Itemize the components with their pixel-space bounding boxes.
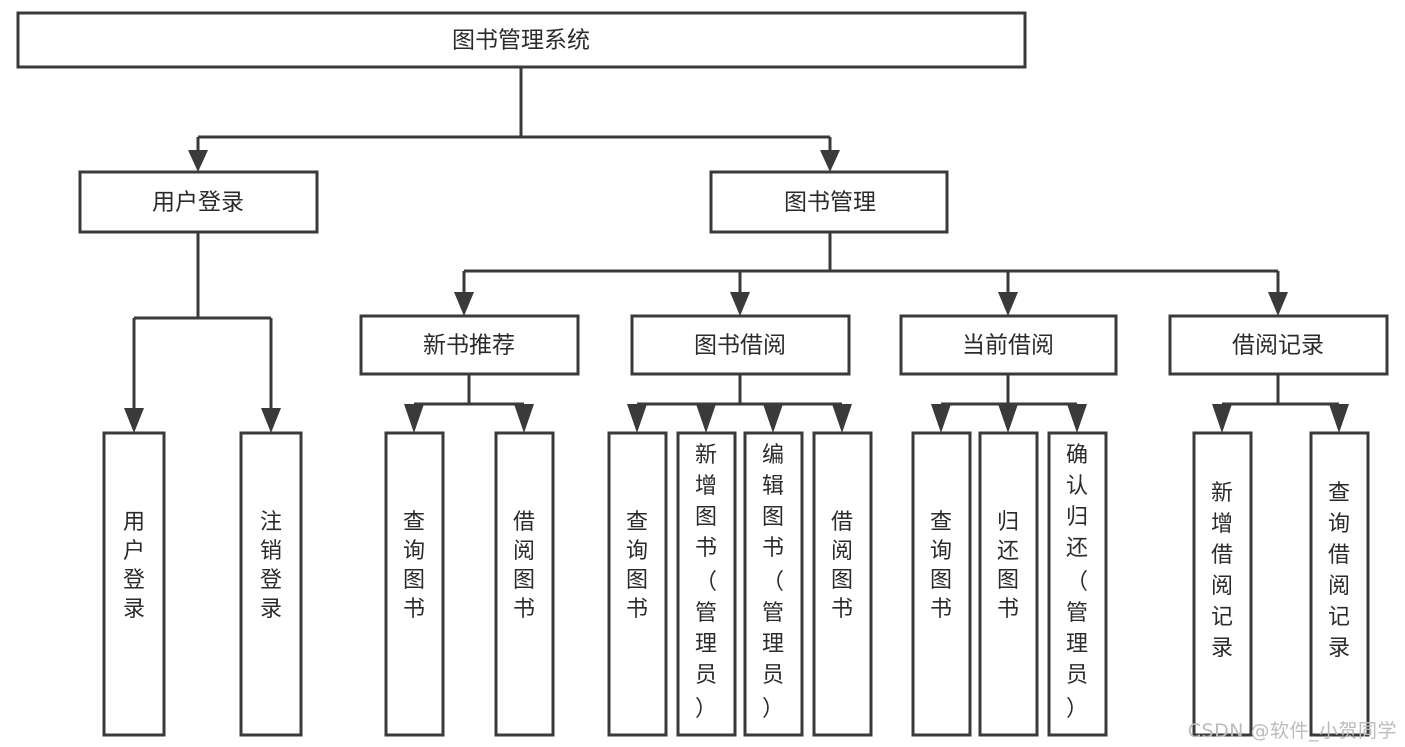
leaf-cb-query-book-box[interactable]: [911, 431, 972, 737]
leaf-br-query-record[interactable]: 查询借阅记录: [1309, 431, 1370, 737]
node-root-label: 图书管理系统: [452, 28, 590, 54]
node-root-box[interactable]: [16, 11, 1027, 69]
node-current-borrow-box[interactable]: [899, 314, 1118, 376]
node-book-manage-box[interactable]: [709, 170, 949, 234]
leaf-logout-label: 注销登录: [260, 510, 282, 622]
arrowhead-cb-leaf-2: [998, 404, 1018, 433]
connector-layer: [124, 67, 1349, 433]
leaf-cb-return-book[interactable]: 归还图书: [978, 431, 1039, 737]
leaf-nbr-borrow-book-box[interactable]: [494, 431, 555, 737]
leaf-nbr-query-book[interactable]: 查询图书: [384, 431, 445, 737]
leaf-bb-edit-book-admin-label: 编辑图书（管理员）: [762, 443, 784, 722]
node-book-manage[interactable]: 图书管理: [709, 170, 949, 234]
arrowhead-bb-leaf-2: [696, 404, 716, 433]
leaf-bb-add-book-admin-label: 新增图书（管理员）: [695, 443, 717, 722]
leaf-cb-confirm-return-admin-label: 确认归还（管理员）: [1066, 443, 1088, 722]
leaf-br-add-record-label: 新增借阅记录: [1211, 481, 1233, 661]
arrowhead-br-leaf-2: [1329, 404, 1349, 433]
leaf-bb-edit-book-admin[interactable]: 编辑图书（管理员）: [743, 431, 804, 737]
arrowhead-book-manage: [820, 150, 840, 172]
arrowhead-leaf-user-login: [124, 408, 144, 433]
leaf-bb-borrow-book[interactable]: 借阅图书: [812, 431, 873, 737]
arrowhead-user-login: [188, 150, 208, 172]
leaf-user-login-box[interactable]: [102, 431, 166, 737]
leaf-bb-query-book-label: 查询图书: [626, 510, 648, 622]
node-user-login[interactable]: 用户登录: [78, 170, 319, 234]
node-user-login-box[interactable]: [78, 170, 319, 234]
arrowhead-leaf-logout: [261, 408, 281, 433]
arrowhead-br-leaf-1: [1212, 404, 1232, 433]
arrowhead-nbr-leaf-2: [514, 404, 534, 433]
leaf-cb-confirm-return-admin-box[interactable]: [1047, 431, 1108, 737]
leaf-bb-borrow-book-label: 借阅图书: [831, 510, 853, 622]
leaf-br-add-record[interactable]: 新增借阅记录: [1192, 431, 1253, 737]
node-current-borrow-label: 当前借阅: [962, 333, 1054, 359]
node-borrow-record-box[interactable]: [1168, 314, 1389, 376]
leaf-bb-add-book-admin[interactable]: 新增图书（管理员）: [676, 431, 737, 737]
leaf-user-login[interactable]: 用户登录: [102, 431, 166, 737]
arrowhead-bb-leaf-1: [627, 404, 647, 433]
node-borrow-record-label: 借阅记录: [1232, 333, 1324, 359]
leaf-br-query-record-box[interactable]: [1309, 431, 1370, 737]
leaf-bb-query-book-box[interactable]: [607, 431, 668, 737]
leaf-br-add-record-box[interactable]: [1192, 431, 1253, 737]
node-current-borrow[interactable]: 当前借阅: [899, 314, 1118, 376]
node-user-login-label: 用户登录: [152, 190, 244, 216]
node-new-book-rec-label: 新书推荐: [423, 333, 515, 359]
leaf-user-login-label: 用户登录: [123, 510, 145, 622]
leaf-cb-query-book-label: 查询图书: [930, 510, 952, 622]
node-borrow-record[interactable]: 借阅记录: [1168, 314, 1389, 376]
arrowhead-book-borrow: [730, 292, 750, 316]
node-new-book-rec-box[interactable]: [359, 314, 580, 376]
arrowhead-bb-leaf-3: [763, 404, 783, 433]
leaf-cb-confirm-return-admin[interactable]: 确认归还（管理员）: [1047, 431, 1108, 737]
arrowhead-bb-leaf-4: [832, 404, 852, 433]
node-book-borrow-label: 图书借阅: [694, 333, 786, 359]
csdn-watermark: CSDN @软件_小贺同学: [1187, 720, 1397, 742]
leaf-bb-edit-book-admin-box[interactable]: [743, 431, 804, 737]
leaf-nbr-query-book-box[interactable]: [384, 431, 445, 737]
leaf-logout[interactable]: 注销登录: [239, 431, 303, 737]
node-new-book-rec[interactable]: 新书推荐: [359, 314, 580, 376]
leaf-nbr-query-book-label: 查询图书: [403, 510, 425, 622]
leaf-nbr-borrow-book[interactable]: 借阅图书: [494, 431, 555, 737]
arrowhead-cb-leaf-3: [1067, 404, 1087, 433]
node-book-borrow[interactable]: 图书借阅: [630, 314, 851, 376]
arrowhead-cb-leaf-1: [931, 404, 951, 433]
arrowhead-borrow-record: [1268, 292, 1288, 316]
leaf-bb-add-book-admin-box[interactable]: [676, 431, 737, 737]
leaf-bb-borrow-book-box[interactable]: [812, 431, 873, 737]
leaf-cb-return-book-label: 归还图书: [997, 510, 1019, 622]
leaf-cb-return-book-box[interactable]: [978, 431, 1039, 737]
node-book-manage-label: 图书管理: [784, 190, 876, 216]
node-book-borrow-box[interactable]: [630, 314, 851, 376]
leaf-cb-query-book[interactable]: 查询图书: [911, 431, 972, 737]
arrowhead-current-borrow: [998, 292, 1018, 316]
leaf-bb-query-book[interactable]: 查询图书: [607, 431, 668, 737]
leaf-nbr-borrow-book-label: 借阅图书: [513, 510, 535, 622]
leaf-br-query-record-label: 查询借阅记录: [1328, 481, 1350, 661]
arrowhead-new-book-rec: [454, 292, 474, 316]
arrowhead-nbr-leaf-1: [404, 404, 424, 433]
node-root[interactable]: 图书管理系统: [16, 11, 1027, 69]
leaf-logout-box[interactable]: [239, 431, 303, 737]
